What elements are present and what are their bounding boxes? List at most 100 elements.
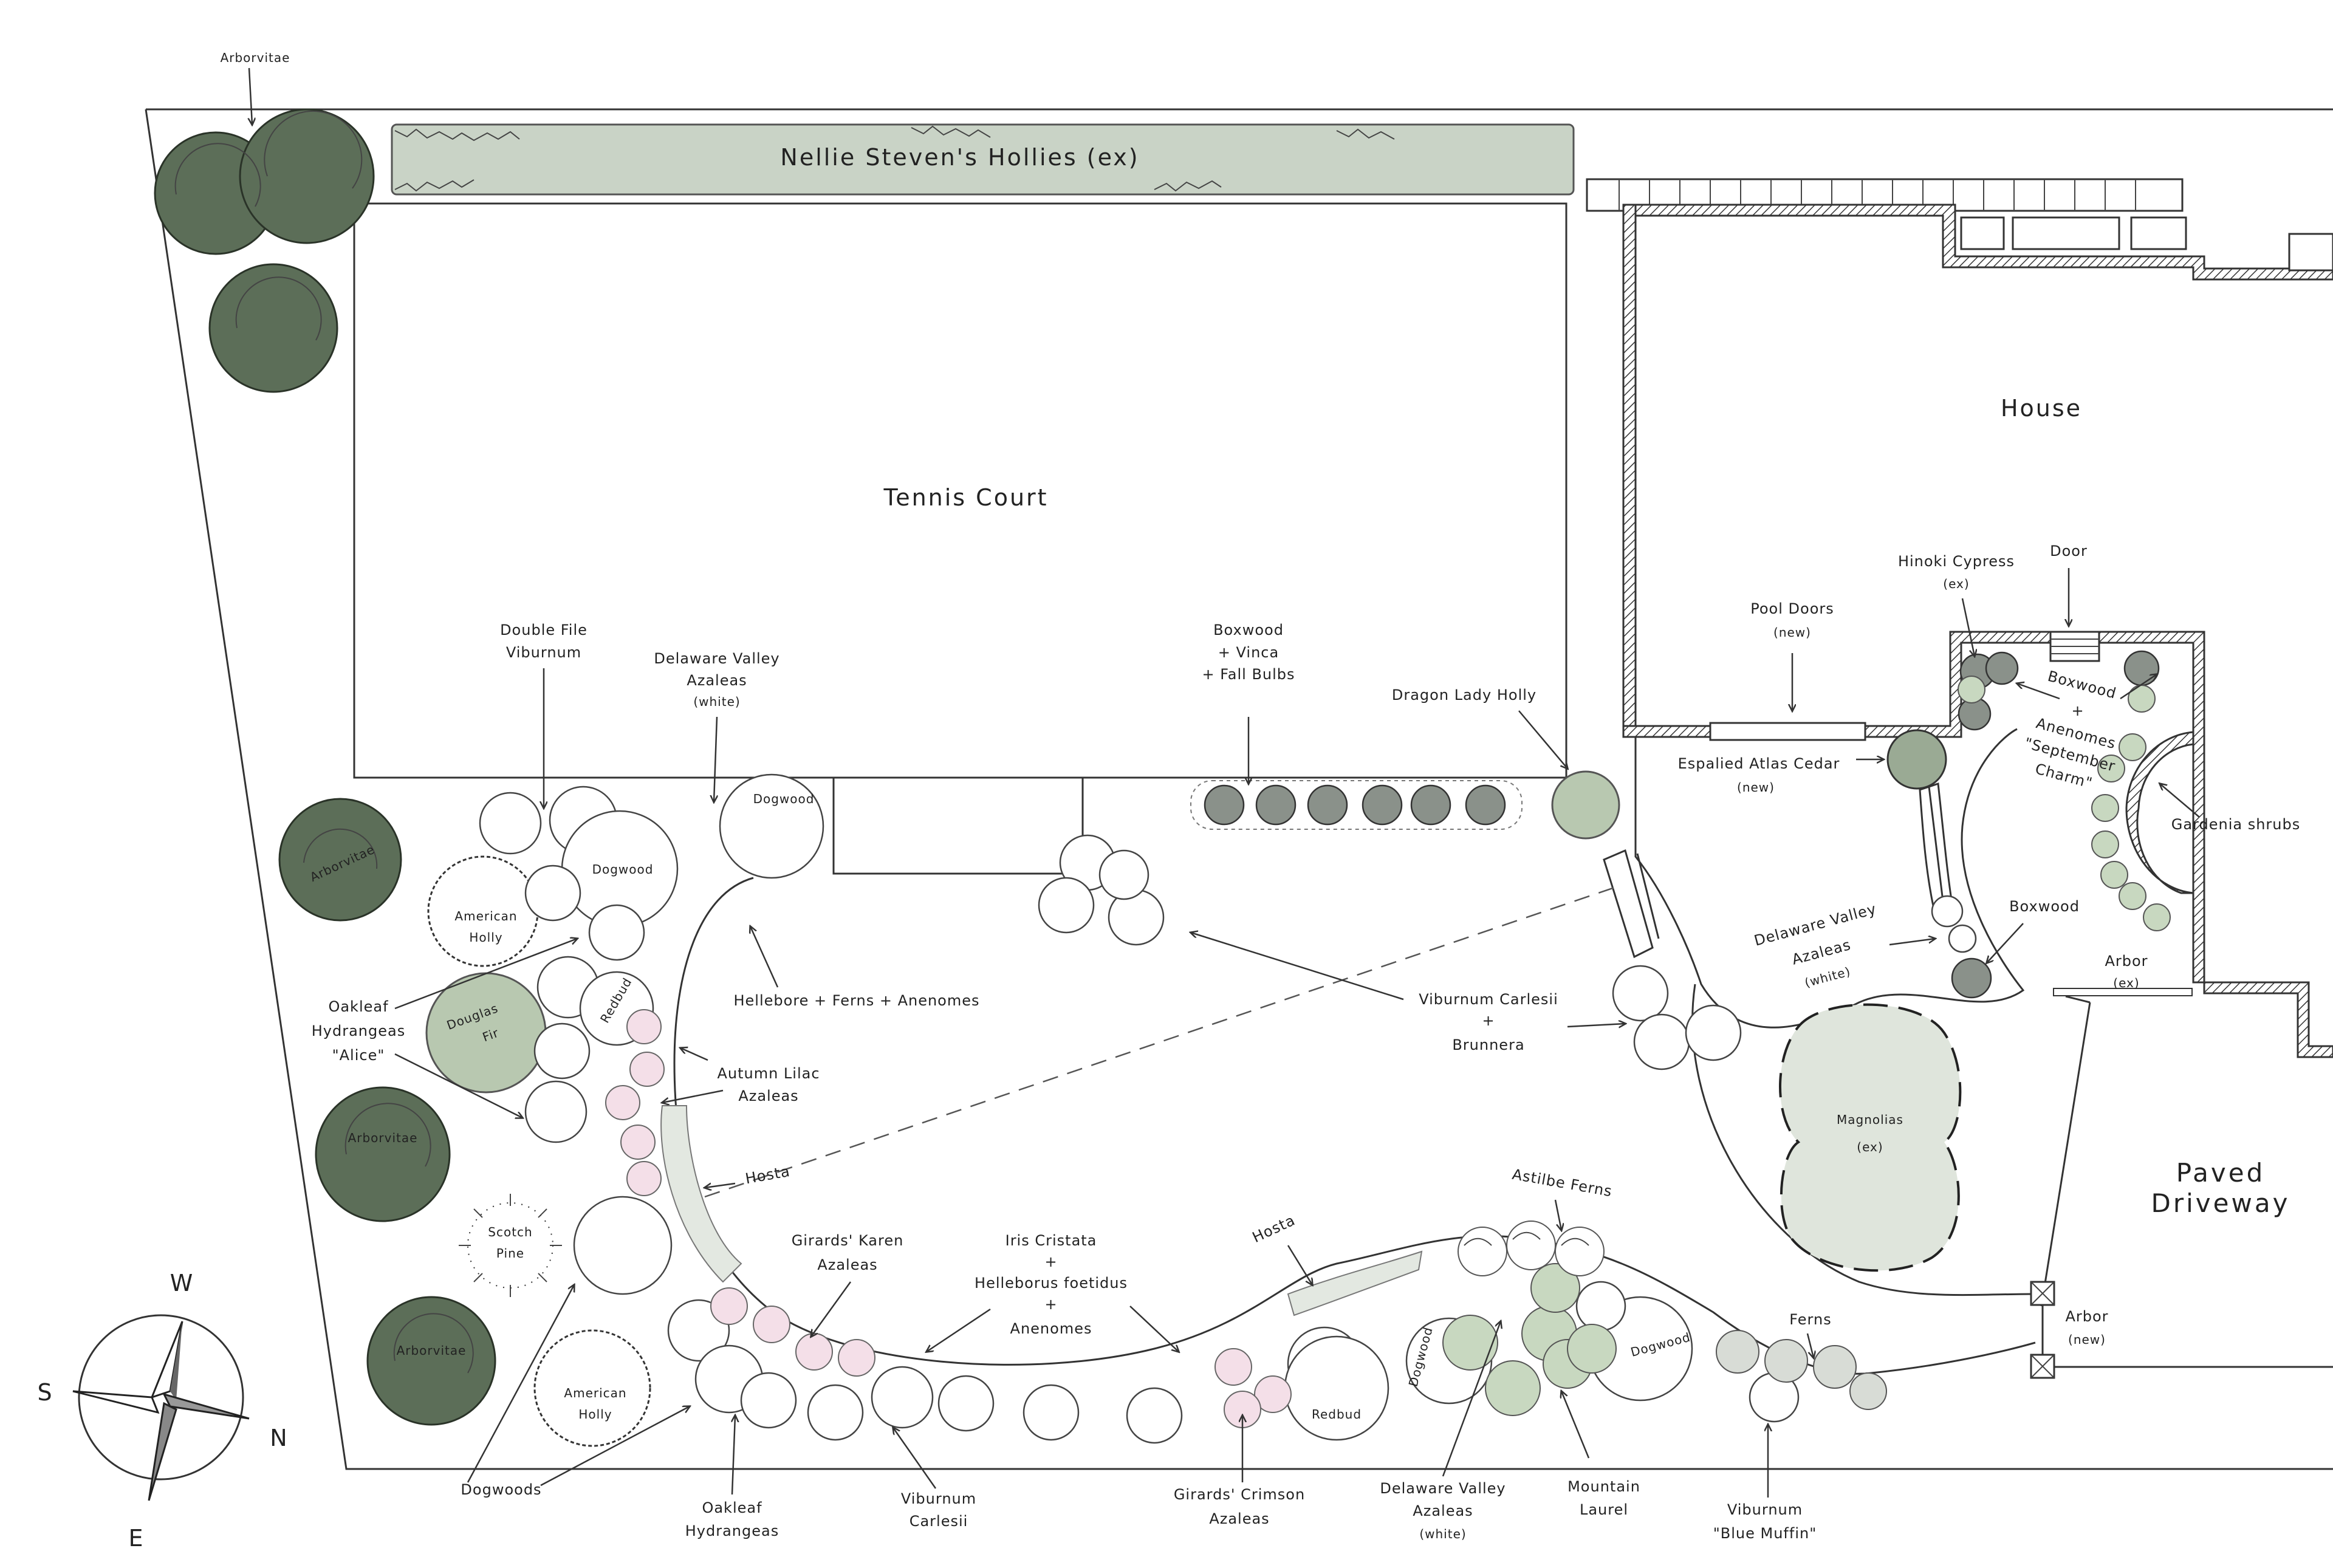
iris-label-4: + xyxy=(1044,1296,1057,1313)
bench-1 xyxy=(1603,849,1660,959)
scotch-pine-label: Scotch xyxy=(488,1225,532,1239)
oakleaf-label: Oakleaf xyxy=(702,1499,762,1516)
boxwood-vinca-label-3: + Fall Bulbs xyxy=(1202,666,1295,683)
american-holly-label-1b: Holly xyxy=(469,930,502,945)
iris-label-3: Helleborus foetidus xyxy=(975,1275,1128,1292)
hosta-strip-mid xyxy=(1287,1250,1423,1316)
ferns-right xyxy=(1716,1330,1887,1410)
compass-w: W xyxy=(170,1270,195,1296)
mountain-laurel-label: Mountain xyxy=(1567,1478,1640,1495)
tennis-court-label: Tennis Court xyxy=(883,484,1048,511)
holly-hedge xyxy=(391,123,1575,196)
door-label: Door xyxy=(2050,543,2088,560)
oakleaf-alice-label: Oakleaf xyxy=(328,998,388,1015)
magnolias-sub: (ex) xyxy=(1857,1140,1883,1154)
compass-e: E xyxy=(128,1525,145,1552)
arborvitae-trees xyxy=(154,108,496,1426)
hosta-mid-label: Hosta xyxy=(1250,1211,1298,1246)
oakleaf-alice-label-2: Hydrangeas xyxy=(312,1022,405,1039)
planting-bed-edge xyxy=(673,877,1872,1375)
autumn-lilac-label: Autumn Lilac xyxy=(717,1065,820,1082)
tennis-court-gate xyxy=(832,776,1084,875)
espalied-label-2: (new) xyxy=(1737,780,1775,795)
dv-azaleas-top-2: Azaleas xyxy=(687,672,747,689)
pool-doors-label: Pool Doors xyxy=(1750,600,1834,617)
bed-back-edge xyxy=(1871,1341,2036,1374)
ferns-label: Ferns xyxy=(1789,1311,1831,1328)
iris-label-2: + xyxy=(1044,1253,1057,1270)
dogwood-label-1: Dogwood xyxy=(753,792,815,806)
iris-label: Iris Cristata xyxy=(1005,1232,1097,1249)
dv-azaleas-right-2: Azaleas xyxy=(1790,936,1852,968)
oakleaf-label-2: Hydrangeas xyxy=(685,1522,779,1539)
dragon-lady-label: Dragon Lady Holly xyxy=(1392,686,1536,704)
tennis-court xyxy=(353,202,1567,779)
viburnum-carlesii-label: Viburnum xyxy=(901,1490,976,1507)
walk-path xyxy=(1691,984,2091,1307)
hosta-strip-left xyxy=(660,1105,742,1283)
hellebore-label: Hellebore + Ferns + Anenomes xyxy=(733,992,979,1009)
dragon-lady-holly xyxy=(1551,770,1620,840)
paved-driveway-label: Paved xyxy=(2176,1158,2266,1188)
paved-driveway-label-2: Driveway xyxy=(2151,1188,2290,1218)
redbud-label-2: Redbud xyxy=(1312,1407,1362,1422)
gardenia-shrubs xyxy=(1958,676,2171,931)
viburnum-brunnera-label: Viburnum Carlesii xyxy=(1419,991,1558,1008)
espalied-label: Espalied Atlas Cedar xyxy=(1678,755,1840,772)
viburnum-brunnera-label-3: Brunnera xyxy=(1452,1036,1524,1053)
viburnum-carlesii-label-2: Carlesii xyxy=(910,1513,968,1530)
boxwood-vinca-bed xyxy=(1190,780,1523,830)
double-file-label-2: Viburnum xyxy=(506,644,581,661)
pool-doors-label-2: (new) xyxy=(1773,625,1811,640)
boxwood-vinca-label-2: + Vinca xyxy=(1218,644,1279,661)
blue-muffin-label-2: "Blue Muffin" xyxy=(1713,1525,1817,1542)
courtyard-edge xyxy=(1634,728,2025,1029)
oakleaf-alice-label-3: "Alice" xyxy=(332,1047,385,1064)
girards-crimson-label-2: Azaleas xyxy=(1209,1510,1269,1527)
american-holly-label-2: American xyxy=(564,1386,626,1400)
hosta-left-label: Hosta xyxy=(744,1163,792,1187)
arborvitae-label-top: Arborvitae xyxy=(221,50,290,65)
astilbe-label: Astilbe Ferns xyxy=(1511,1166,1614,1200)
girards-crimson-label: Girards' Crimson xyxy=(1174,1486,1305,1503)
sightline xyxy=(704,886,1617,1198)
boxwood-right-label: Boxwood xyxy=(2009,898,2080,915)
american-holly-label-2b: Holly xyxy=(578,1407,612,1422)
viburnum-brunnera-label-2: + xyxy=(1482,1012,1495,1029)
dv-azaleas-right: Delaware Valley xyxy=(1752,900,1878,950)
compass-n: N xyxy=(270,1425,289,1451)
hollies-label: Nellie Steven's Hollies (ex) xyxy=(780,144,1139,171)
bench-2 xyxy=(1919,782,1954,916)
boxwood-vinca-label: Boxwood xyxy=(1213,621,1284,638)
american-holly-label-1: American xyxy=(454,909,517,923)
arborvitae-label-3: Arborvitae xyxy=(397,1343,467,1358)
girards-karen-label-2: Azaleas xyxy=(817,1256,877,1273)
american-holly-2 xyxy=(533,1329,651,1447)
property-boundary xyxy=(145,108,2333,1470)
house-label: House xyxy=(2001,395,2082,422)
hinoki-label-2: (ex) xyxy=(1943,577,1969,591)
dogwoods-label: Dogwoods xyxy=(461,1481,541,1498)
arbor-new-label-2: (new) xyxy=(2068,1332,2106,1347)
scotch-pine-label-2: Pine xyxy=(496,1246,524,1261)
iris-label-5: Anenomes xyxy=(1010,1320,1092,1337)
pink-azaleas xyxy=(605,1009,1292,1428)
double-file-label: Double File xyxy=(500,621,588,638)
mountain-laurel xyxy=(1442,1263,1617,1416)
girards-karen-label: Girards' Karen xyxy=(792,1232,904,1249)
boxwood-anem-label-2: + xyxy=(2071,702,2084,719)
compass-s: S xyxy=(37,1379,53,1406)
magnolias-bed xyxy=(1779,1003,1962,1272)
dv-azaleas-top-3: (white) xyxy=(693,694,740,709)
espalied-cedar xyxy=(1886,729,1947,790)
arbor-ex-label-2: (ex) xyxy=(2113,976,2139,990)
hinoki-label: Hinoki Cypress xyxy=(1898,553,2015,570)
arbor-new xyxy=(2030,1281,2333,1379)
scotch-pine xyxy=(459,1194,562,1297)
dv-azaleas-bot: Delaware Valley xyxy=(1380,1480,1506,1497)
mountain-laurel-label-2: Laurel xyxy=(1580,1501,1628,1518)
blue-muffin-label: Viburnum xyxy=(1727,1501,1803,1518)
boxwood-row xyxy=(1204,650,2160,999)
dogwood-label-2: Dogwood xyxy=(592,862,654,877)
